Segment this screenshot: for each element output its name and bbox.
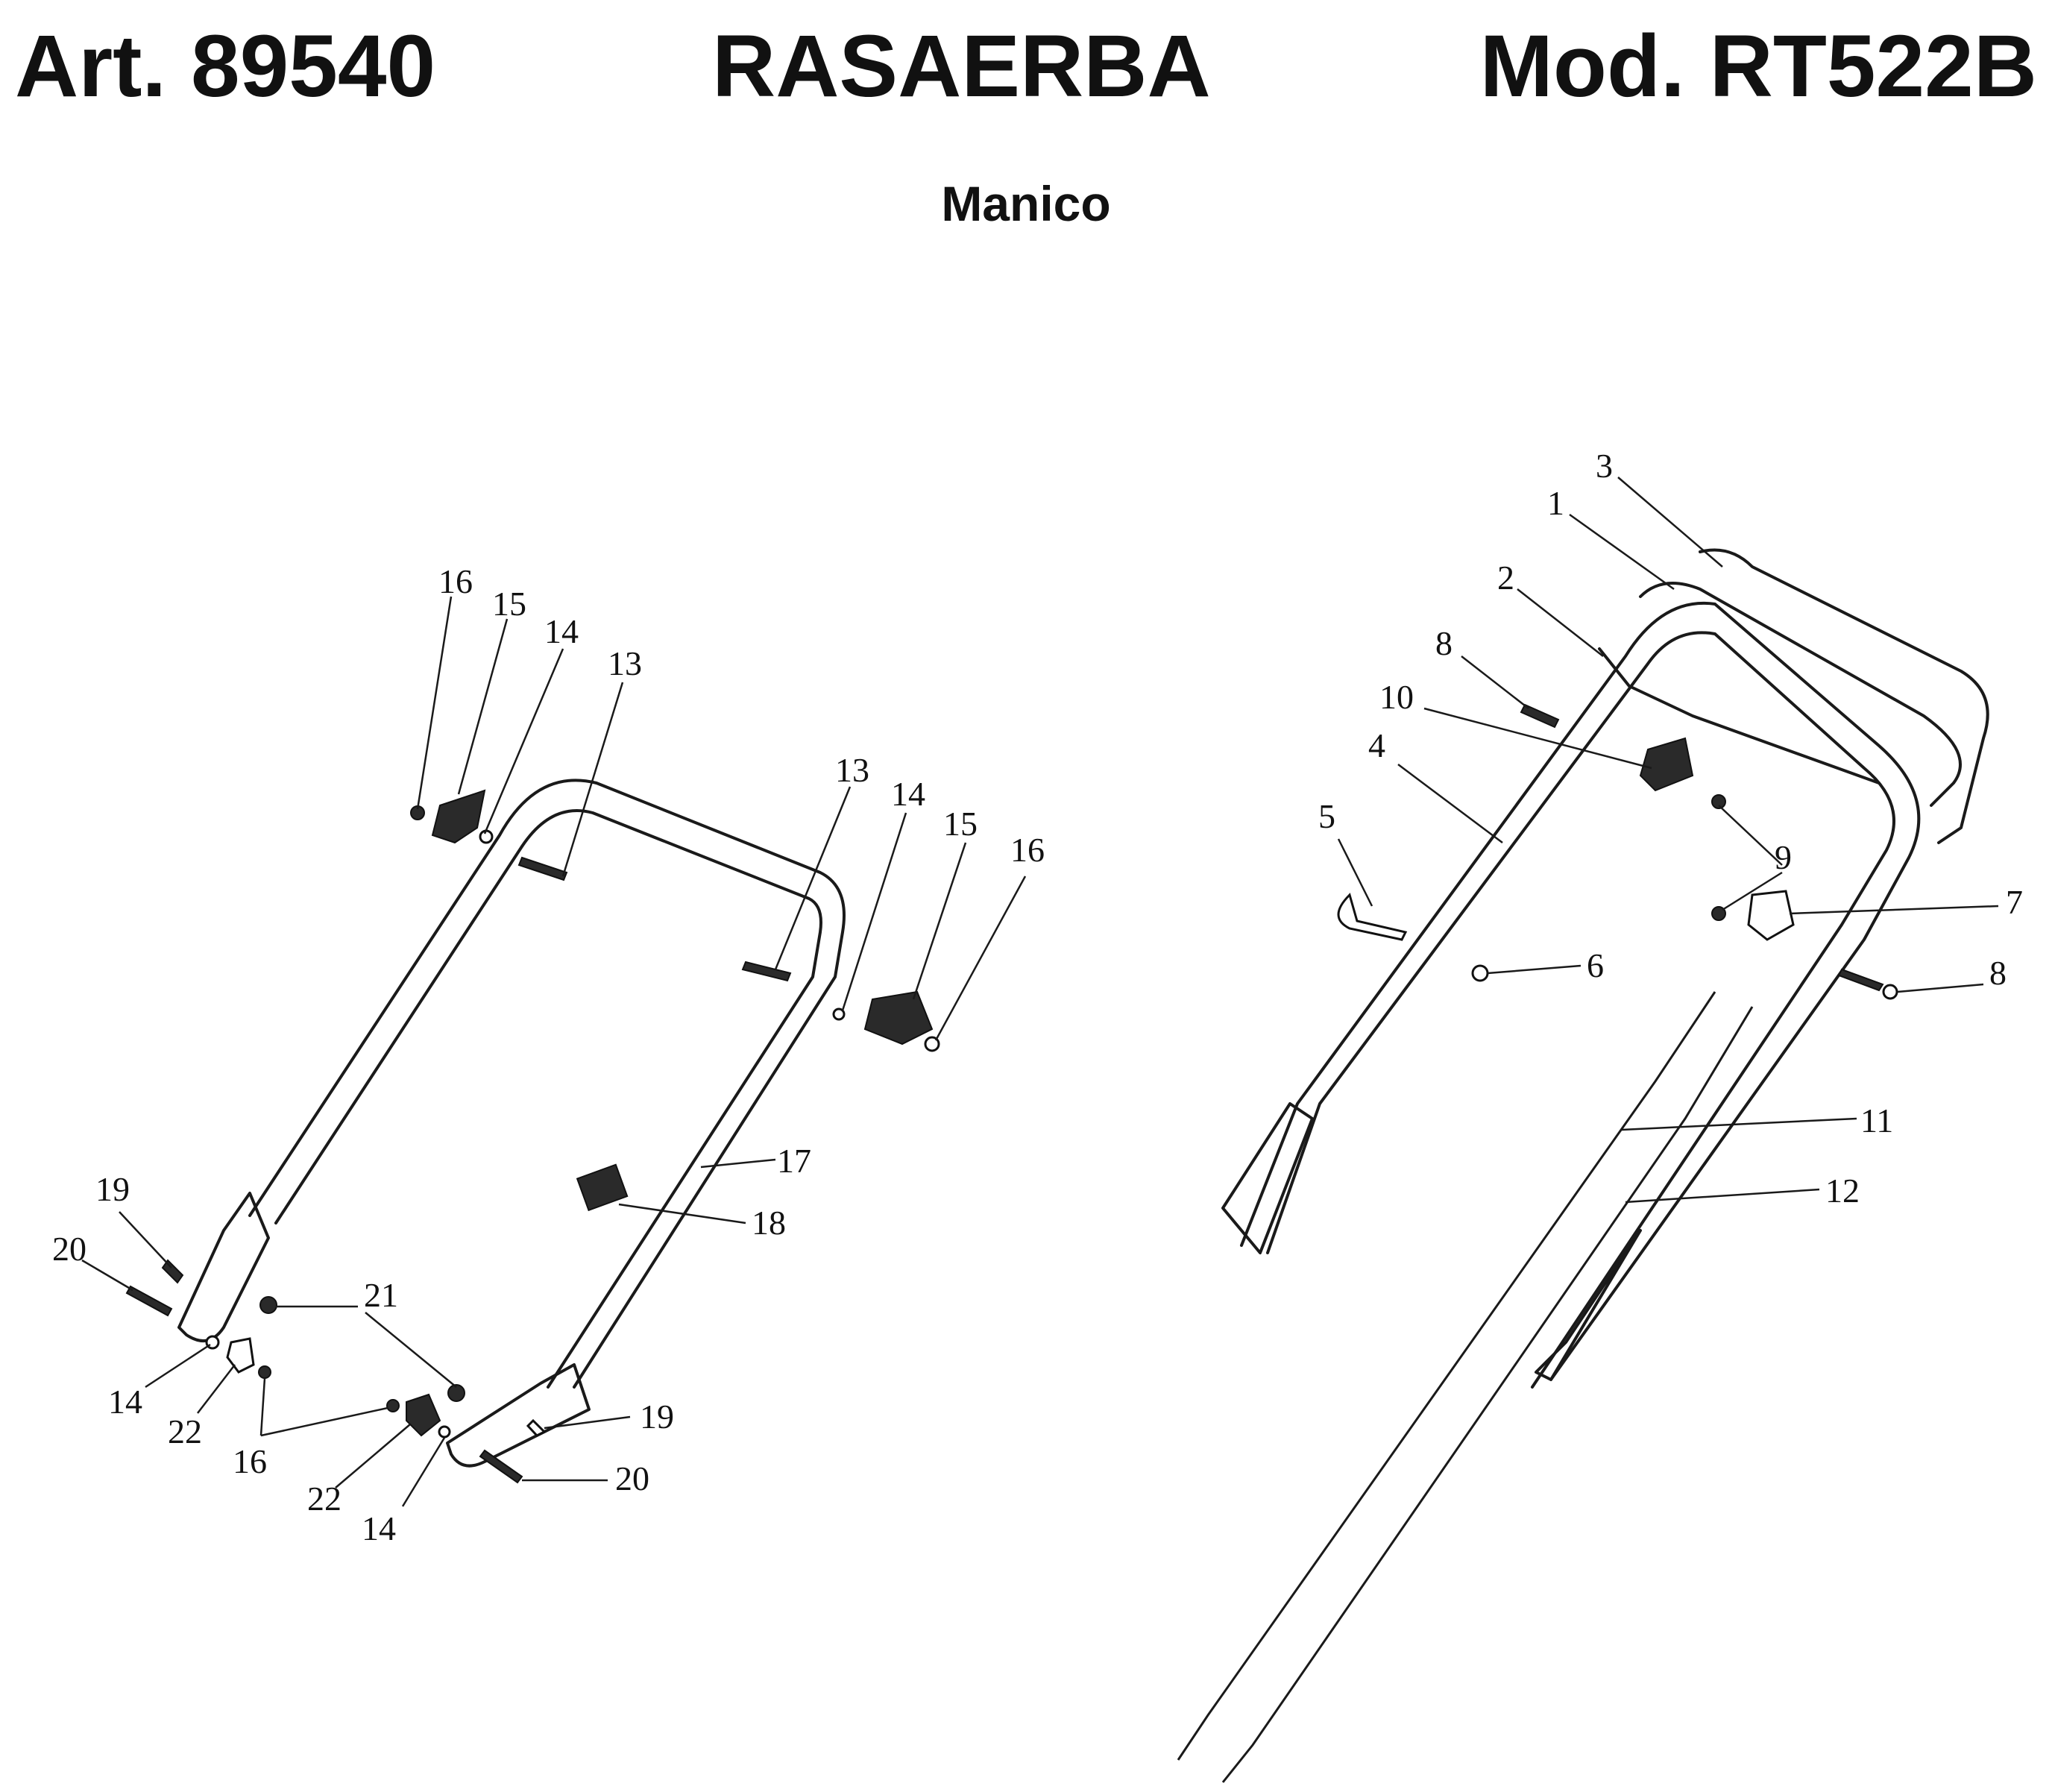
right-callouts: 3 1 2 8 10 4 5 9 7 6 8 11 12 (1318, 447, 2023, 1210)
product-name: RASAERBA (712, 17, 1211, 116)
lever-bar (1598, 647, 1881, 785)
bolt-8-top (1520, 703, 1560, 729)
handle-bottom-end (1221, 1102, 1314, 1254)
callout-9: 9 (1775, 838, 1792, 876)
hook-5 (1337, 893, 1408, 941)
callout-20-left: 20 (52, 1230, 86, 1268)
left-hardware (125, 789, 940, 1484)
nut-9-bottom (1711, 906, 1726, 921)
right-upper-handle (1177, 548, 1989, 1783)
callout-2: 2 (1497, 559, 1514, 597)
washer-14-top-right (832, 1007, 846, 1021)
article-number: Art. 89540 (15, 17, 436, 116)
model-number: Mod. RT522B (1479, 17, 2037, 116)
callout-11: 11 (1860, 1101, 1893, 1139)
bolt-19-right (526, 1418, 547, 1437)
cable-11 (1177, 991, 1716, 1761)
callout-16-top-right: 16 (1010, 831, 1045, 869)
nut-8-bottom (1882, 984, 1898, 1000)
cam-plate-7 (1747, 890, 1795, 941)
left-bracket-plate (177, 1192, 270, 1342)
bolt-20-right (479, 1449, 523, 1484)
right-hardware (1337, 703, 1898, 1000)
clamp-22-left (226, 1337, 255, 1374)
bolt-19-left (161, 1259, 184, 1284)
right-leader-lines (1337, 477, 1999, 1204)
upper-handle-tube (1240, 601, 1921, 1381)
callout-7: 7 (2006, 883, 2023, 921)
callout-3: 3 (1596, 447, 1613, 485)
bolt-13-top-left (517, 856, 568, 881)
callout-16-top-left: 16 (438, 562, 473, 600)
bolt-8-bottom (1837, 968, 1884, 992)
callout-19-right: 19 (640, 1398, 674, 1436)
bail-bar (1699, 548, 1989, 844)
callout-14-left: 14 (108, 1383, 142, 1421)
nut-9-top (1711, 794, 1726, 809)
callout-15-top-right: 15 (943, 805, 978, 843)
right-bracket-plate (446, 1363, 591, 1468)
callout-13-top-left: 13 (608, 644, 642, 682)
callout-21: 21 (364, 1276, 398, 1314)
nut-16-left (258, 1365, 271, 1379)
left-leader-lines (81, 596, 1027, 1507)
callout-13-top-right: 13 (835, 751, 869, 789)
lower-handle-tube (248, 779, 846, 1389)
switch-box-10 (1639, 737, 1694, 792)
callout-20-right: 20 (615, 1459, 649, 1497)
cable-12 (1221, 1006, 1754, 1783)
callout-8-top: 8 (1435, 624, 1453, 662)
callout-8-bottom: 8 (1989, 954, 2007, 992)
callout-1: 1 (1547, 484, 1564, 522)
nut-16-top-right (924, 1036, 940, 1052)
callout-4: 4 (1368, 726, 1385, 764)
knob-top-right (863, 990, 934, 1046)
knob-6 (1471, 964, 1489, 982)
callout-10: 10 (1379, 678, 1414, 716)
washer-14-right (438, 1425, 451, 1439)
bumper-part (576, 1163, 629, 1212)
grip-bar (1639, 582, 1962, 807)
callout-6: 6 (1587, 946, 1604, 984)
callout-14-top-right: 14 (891, 775, 925, 813)
nut-21-right (447, 1384, 465, 1402)
callout-12: 12 (1825, 1172, 1860, 1210)
left-lower-handle (177, 779, 846, 1468)
callout-5: 5 (1318, 797, 1335, 835)
callout-16-bottom: 16 (233, 1442, 267, 1480)
callout-14-right: 14 (362, 1509, 396, 1547)
callout-19-left: 19 (95, 1170, 130, 1208)
cable-12-sheath (1535, 1229, 1642, 1381)
section-title: Manico (941, 176, 1111, 231)
clamp-22-right (406, 1393, 441, 1437)
callout-17: 17 (777, 1142, 811, 1180)
nut-21-left (259, 1296, 277, 1314)
nut-16-right (386, 1399, 400, 1412)
callout-22-right: 22 (307, 1480, 342, 1518)
callout-14-top-left: 14 (544, 612, 579, 650)
bolt-13-top-right (741, 961, 792, 982)
knob-top-left (431, 789, 486, 844)
left-callouts: 16 15 14 13 13 14 15 16 17 18 19 20 21 1… (52, 562, 1045, 1547)
callout-18: 18 (752, 1204, 786, 1242)
bolt-20-left (125, 1285, 173, 1317)
callout-15-top-left: 15 (492, 585, 526, 623)
callout-22-left: 22 (168, 1412, 202, 1450)
